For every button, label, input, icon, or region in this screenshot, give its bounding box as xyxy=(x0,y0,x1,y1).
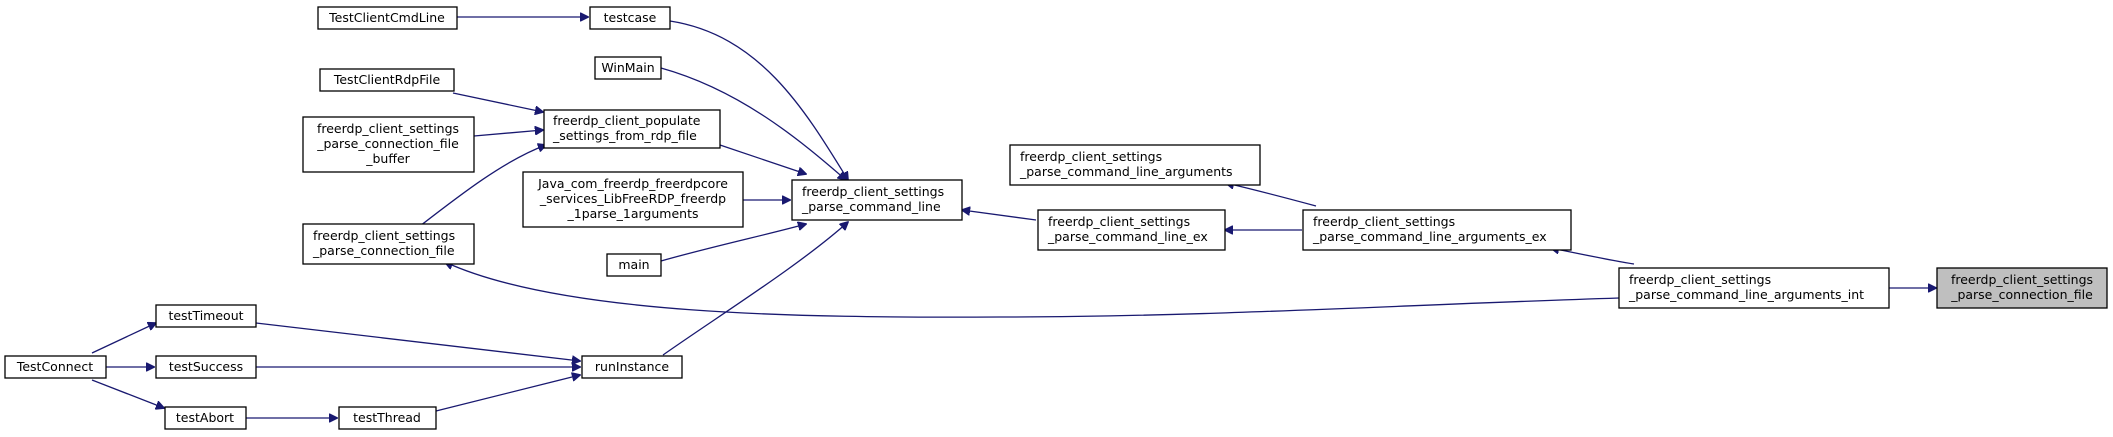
node-parse-connection-file[interactable]: freerdp_client_settings _parse_connectio… xyxy=(302,223,475,265)
svg-text:_services_LibFreeRDP_freerdp: _services_LibFreeRDP_freerdp xyxy=(539,191,726,206)
edge-connfile-to-populate xyxy=(419,145,546,227)
node-parse-command-line-arguments-ex[interactable]: freerdp_client_settings _parse_command_l… xyxy=(1302,209,1572,251)
edge-populate-to-line xyxy=(719,144,806,174)
node-test-success[interactable]: testSuccess xyxy=(155,355,257,379)
edge-argsint-to-connfile xyxy=(445,262,1620,318)
node-focus-parse-connection-file[interactable]: freerdp_client_settings _parse_connectio… xyxy=(1936,267,2108,309)
node-parse-command-line[interactable]: freerdp_client_settings _parse_command_l… xyxy=(791,179,963,221)
svg-text:Java_com_freerdp_freerdpcore: Java_com_freerdp_freerdpcore xyxy=(537,176,728,191)
node-test-client-cmd-line[interactable]: TestClientCmdLine xyxy=(317,6,458,30)
node-java-libfreerdp-parse-arguments[interactable]: Java_com_freerdp_freerdpcore _services_L… xyxy=(522,171,744,228)
node-parse-command-line-arguments[interactable]: freerdp_client_settings _parse_command_l… xyxy=(1009,144,1261,186)
node-main[interactable]: main xyxy=(606,253,662,277)
nodes: freerdp_client_settings _parse_connectio… xyxy=(4,6,2108,430)
svg-text:_parse_command_line_arguments: _parse_command_line_arguments xyxy=(1019,164,1233,179)
svg-text:freerdp_client_settings: freerdp_client_settings xyxy=(1951,272,2093,287)
svg-text:testTimeout: testTimeout xyxy=(168,308,243,323)
svg-text:_parse_command_line_arguments_: _parse_command_line_arguments_ex xyxy=(1312,229,1547,244)
node-test-timeout[interactable]: testTimeout xyxy=(155,304,257,328)
svg-text:TestClientRdpFile: TestClientRdpFile xyxy=(333,72,441,87)
edge-args-to-argsex xyxy=(1226,183,1317,207)
svg-text:_parse_command_line_ex: _parse_command_line_ex xyxy=(1047,229,1208,244)
edge-runinstance-to-line xyxy=(662,222,848,356)
svg-text:freerdp_client_settings: freerdp_client_settings xyxy=(1313,214,1455,229)
node-populate-settings-from-rdp-file[interactable]: freerdp_client_populate _settings_from_r… xyxy=(543,109,721,149)
edge-testcase-to-line xyxy=(669,20,848,180)
node-test-client-rdp-file[interactable]: TestClientRdpFile xyxy=(319,68,455,92)
svg-text:_parse_connection_file: _parse_connection_file xyxy=(316,136,459,151)
node-parse-connection-file-buffer[interactable]: freerdp_client_settings _parse_connectio… xyxy=(302,116,475,173)
node-test-abort[interactable]: testAbort xyxy=(164,406,247,430)
edge-thread-to-runinstance xyxy=(435,375,580,412)
svg-text:_settings_from_rdp_file: _settings_from_rdp_file xyxy=(552,128,697,143)
node-testcase[interactable]: testcase xyxy=(589,6,671,30)
svg-text:freerdp_client_settings: freerdp_client_settings xyxy=(1629,272,1771,287)
svg-text:freerdp_client_populate: freerdp_client_populate xyxy=(553,113,701,128)
edge-connect-to-abort xyxy=(91,379,164,408)
node-run-instance[interactable]: runInstance xyxy=(581,355,683,379)
edge-timeout-to-runinstance xyxy=(255,322,580,361)
edge-winmain-to-line xyxy=(660,67,846,180)
svg-text:testSuccess: testSuccess xyxy=(169,359,243,374)
svg-text:testAbort: testAbort xyxy=(176,410,234,425)
svg-text:freerdp_client_settings: freerdp_client_settings xyxy=(1048,214,1190,229)
svg-text:main: main xyxy=(618,257,649,272)
svg-text:testThread: testThread xyxy=(353,410,421,425)
svg-text:freerdp_client_settings: freerdp_client_settings xyxy=(313,228,455,243)
node-test-thread[interactable]: testThread xyxy=(338,406,437,430)
edge-main-to-line xyxy=(660,224,806,262)
node-parse-command-line-arguments-int[interactable]: freerdp_client_settings _parse_command_l… xyxy=(1618,267,1890,309)
node-winmain[interactable]: WinMain xyxy=(594,56,662,80)
svg-text:_parse_command_line_arguments_: _parse_command_line_arguments_int xyxy=(1628,287,1864,302)
svg-text:_buffer: _buffer xyxy=(365,151,410,166)
svg-text:freerdp_client_settings: freerdp_client_settings xyxy=(1020,149,1162,164)
edges xyxy=(91,17,1936,418)
svg-text:TestConnect: TestConnect xyxy=(16,359,93,374)
node-parse-command-line-ex[interactable]: freerdp_client_settings _parse_command_l… xyxy=(1037,209,1226,251)
svg-text:freerdp_client_settings: freerdp_client_settings xyxy=(317,121,459,136)
svg-text:runInstance: runInstance xyxy=(595,359,669,374)
edge-buffer-to-populate xyxy=(473,130,543,137)
svg-text:WinMain: WinMain xyxy=(601,60,654,75)
svg-text:_parse_command_line: _parse_command_line xyxy=(801,199,941,214)
svg-text:testcase: testcase xyxy=(604,10,657,25)
edge-connect-to-timeout xyxy=(91,323,156,354)
node-test-connect[interactable]: TestConnect xyxy=(4,355,107,379)
edge-line-to-lineex xyxy=(962,210,1037,221)
svg-text:TestClientCmdLine: TestClientCmdLine xyxy=(328,10,445,25)
svg-text:freerdp_client_settings: freerdp_client_settings xyxy=(802,184,944,199)
svg-text:_1parse_1arguments: _1parse_1arguments xyxy=(567,206,699,221)
edge-rdpfile-to-populate xyxy=(452,92,543,112)
svg-text:_parse_connection_file: _parse_connection_file xyxy=(1950,287,2093,302)
svg-text:_parse_connection_file: _parse_connection_file xyxy=(312,243,455,258)
